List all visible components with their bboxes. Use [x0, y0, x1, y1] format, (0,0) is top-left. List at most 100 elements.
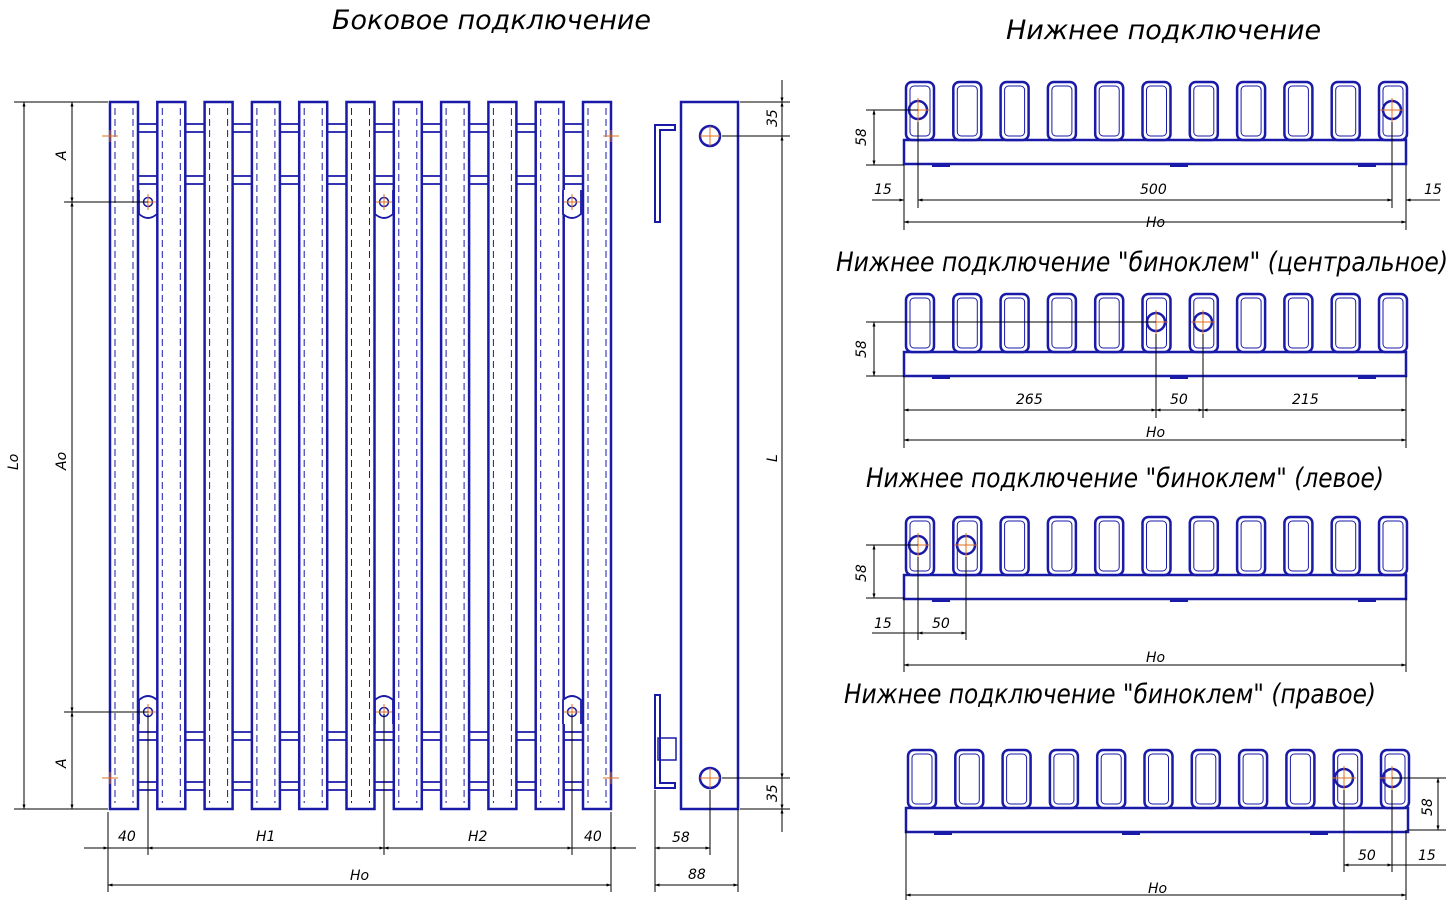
dim-side-a-top: A	[54, 150, 70, 161]
title-side-connection: Боковое подключение	[332, 5, 651, 36]
collector-plug	[1122, 832, 1140, 835]
dim-bottom-right-15: 15	[1424, 182, 1442, 198]
collector-plug	[1310, 832, 1328, 835]
collector-plug	[1358, 599, 1376, 602]
dim-profile-l: L	[765, 454, 781, 462]
radiator-column	[156, 100, 187, 811]
binoklem-left-view	[902, 515, 1409, 602]
column-top	[999, 515, 1030, 577]
column-top	[1188, 292, 1220, 354]
binoklem-center-dims: 58 265 50 215 Ho	[854, 321, 1407, 448]
bottom-collector	[902, 573, 1408, 601]
column-top	[1190, 748, 1222, 810]
column-inner	[1146, 85, 1167, 137]
dim-center-58: 58	[854, 340, 870, 358]
column-top	[1141, 80, 1172, 142]
column-top	[1095, 748, 1127, 810]
column-inner	[1287, 85, 1309, 137]
column-inner	[1006, 753, 1028, 805]
column-inner	[1335, 85, 1357, 137]
column-top	[1330, 515, 1361, 577]
column-inner	[1148, 753, 1169, 805]
column-top	[999, 292, 1030, 354]
column-inner	[1382, 297, 1404, 349]
column-top	[1093, 80, 1125, 142]
dim-profile-bottom-35: 35	[765, 784, 781, 802]
column-top	[1188, 80, 1220, 142]
column-top	[1141, 515, 1172, 577]
bottom-collector	[904, 806, 1410, 834]
column-top	[1283, 515, 1314, 577]
column-top	[904, 515, 936, 577]
column-inner	[1337, 753, 1359, 805]
radiator-column	[203, 100, 234, 811]
bottom-connection-dims: 58 15 500 15 Ho	[854, 109, 1442, 231]
column-top	[999, 80, 1030, 142]
dim-bottom-58: 58	[854, 128, 870, 146]
bottom-connection-view	[902, 80, 1409, 167]
dim-right-15: 15	[1418, 848, 1436, 864]
side-connection-front-view	[102, 100, 619, 811]
dim-right-ho: Ho	[1148, 881, 1167, 897]
column-top	[1235, 80, 1267, 142]
column-top	[1283, 80, 1314, 142]
dim-center-215: 215	[1292, 392, 1319, 408]
column-inner	[1240, 520, 1262, 572]
dim-left-ho: Ho	[1146, 650, 1165, 666]
dim-center-ho: Ho	[1146, 425, 1165, 441]
column-inner	[909, 297, 931, 349]
column-inner	[1004, 85, 1026, 137]
column-top	[1235, 515, 1267, 577]
radiator-column	[297, 100, 329, 811]
radiator-column	[439, 100, 471, 811]
dim-side-left-40: 40	[118, 829, 136, 845]
column-top	[1188, 515, 1220, 577]
column-top	[952, 292, 983, 354]
column-inner	[1335, 297, 1357, 349]
radiator-column	[581, 100, 613, 811]
column-top	[1330, 80, 1361, 142]
column-top	[904, 292, 936, 354]
dim-side-h2: H2	[468, 829, 488, 845]
column-inner	[956, 297, 978, 349]
column-inner	[1004, 520, 1026, 572]
collector-plug	[932, 376, 950, 379]
column-inner	[1098, 85, 1120, 137]
dim-left-50: 50	[932, 616, 950, 632]
column-inner	[1146, 520, 1167, 572]
column-inner	[1004, 297, 1026, 349]
column-inner	[1098, 297, 1120, 349]
column-top	[1001, 748, 1032, 810]
title-binoklem-left: Нижнее подключение "биноклем" (левое)	[866, 463, 1384, 494]
column-top	[904, 80, 936, 142]
dim-bottom-ho: Ho	[1146, 215, 1165, 231]
column-top	[1377, 515, 1409, 577]
column-inner	[1193, 85, 1215, 137]
collector-plug	[1170, 164, 1188, 167]
bottom-collector	[902, 138, 1408, 166]
column-inner	[1289, 753, 1311, 805]
column-top	[1237, 748, 1269, 810]
dim-left-15: 15	[874, 616, 892, 632]
column-top	[1285, 748, 1316, 810]
dim-center-265: 265	[1016, 392, 1043, 408]
column-top	[1330, 292, 1361, 354]
column-top	[952, 80, 983, 142]
title-binoklem-center: Нижнее подключение "биноклем" (центральн…	[836, 247, 1448, 278]
radiator-column	[487, 100, 518, 811]
column-top	[1046, 292, 1078, 354]
column-top	[952, 515, 983, 577]
dim-center-50: 50	[1170, 392, 1188, 408]
column-top	[1046, 515, 1078, 577]
dim-left-58: 58	[854, 564, 870, 582]
column-top	[1093, 292, 1125, 354]
column-inner	[1051, 297, 1073, 349]
column-top	[1048, 748, 1080, 810]
column-top	[1143, 748, 1174, 810]
column-inner	[956, 85, 978, 137]
binoklem-right-view	[904, 748, 1411, 835]
column-inner	[1384, 753, 1406, 805]
profile-bottom-plug	[657, 737, 677, 761]
dim-profile-88: 88	[688, 867, 706, 883]
